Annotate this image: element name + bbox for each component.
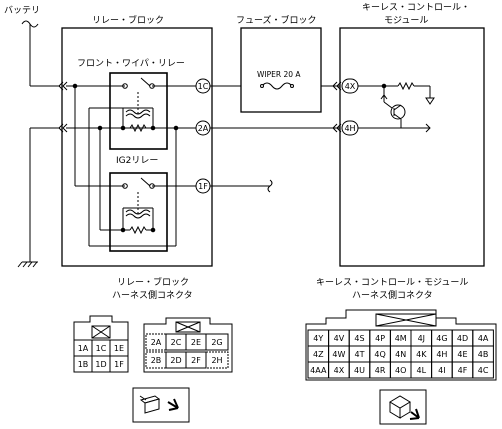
- ig2-relay: [109, 172, 168, 252]
- keyless-connector: [305, 309, 497, 381]
- svg-text:1C: 1C: [198, 82, 209, 91]
- pin-4d: 4D: [457, 334, 468, 343]
- pin-1a: 1A: [78, 344, 89, 353]
- connector-marks: [58, 81, 342, 133]
- keyless-connector-cells: 4Y 4V 4S 4P 4M 4J 4G 4D 4A 4Z 4W 4T 4Q 4N 4K 4H 4E 4B 4AA 4…: [307, 329, 494, 379]
- relay-connector-locator-icon: [132, 387, 190, 423]
- svg-text:2A: 2A: [198, 124, 209, 133]
- pin-1b: 1B: [78, 360, 89, 369]
- pin-4u: 4U: [354, 366, 365, 375]
- pin-1e: 1E: [114, 344, 124, 353]
- pin-4g: 4G: [436, 334, 447, 343]
- pin-2a: 2A: [151, 338, 162, 347]
- svg-text:4H: 4H: [344, 124, 355, 133]
- fuse-symbol: [261, 82, 293, 90]
- relay-connector-2: [143, 317, 233, 373]
- pin-4k: 4K: [416, 350, 427, 359]
- keyless-internal-circuit: [380, 81, 435, 133]
- terminal-2a: 2A: [195, 120, 211, 136]
- relay-connector-title-1: リレー・ブロック: [117, 276, 189, 288]
- front-wiper-relay: [109, 72, 168, 150]
- battery-label: バッテリ: [4, 5, 40, 16]
- pin-1d: 1D: [95, 360, 106, 369]
- front-wiper-relay-label: フロント・ワイパ・リレー: [77, 58, 185, 69]
- pin-cell: [472, 361, 494, 379]
- pin-4h: 4H: [436, 350, 447, 359]
- relay-block-label: リレー・ブロック: [92, 14, 164, 26]
- pin-4w: 4W: [332, 350, 345, 359]
- keyless-module-box: [339, 27, 485, 267]
- pin-4p: 4P: [375, 334, 385, 343]
- pin-2b: 2B: [151, 356, 162, 365]
- pin-4o: 4O: [395, 366, 406, 375]
- keyless-connector-title-1: キーレス・コントロール・モジュール: [316, 278, 468, 288]
- relay-connector-1-cells: 1A 1C 1E 1B 1D 1F: [73, 339, 129, 373]
- svg-text:1F: 1F: [198, 182, 208, 191]
- relay-block-box: [61, 27, 213, 267]
- pin-2c: 2C: [171, 338, 182, 347]
- pin-4b: 4B: [478, 350, 489, 359]
- fuse-block-label: フューズ・ブロック: [236, 14, 317, 26]
- pin-4x: 4X: [334, 366, 345, 375]
- pin-2f: 2F: [191, 356, 201, 365]
- pin-4aa: 4AA: [310, 366, 327, 375]
- pin-4n: 4N: [395, 350, 406, 359]
- pin-4i: 4I: [438, 366, 445, 375]
- pin-4j: 4J: [418, 334, 425, 343]
- relay-connector-title-2: ハーネス側コネクタ: [112, 289, 193, 301]
- keyless-connector-locator-icon: [379, 389, 427, 425]
- pin-4r: 4R: [375, 366, 386, 375]
- pin-4a: 4A: [478, 334, 489, 343]
- terminal-4x: 4X: [341, 78, 359, 94]
- pin-4t: 4T: [355, 350, 365, 359]
- keyless-module-label-2: モジュール: [384, 16, 428, 26]
- relay-connector-2-cells: 2A 2C 2E 2G 2B 2D 2F 2H: [145, 333, 229, 369]
- svg-text:4X: 4X: [345, 82, 356, 91]
- terminal-4h: 4H: [341, 120, 359, 136]
- wires: [17, 83, 430, 268]
- fuse-label: WIPER 20 A: [257, 70, 301, 79]
- pin-4f: 4F: [458, 366, 468, 375]
- battery-symbol: [21, 20, 39, 86]
- terminal-1f: 1F: [195, 178, 211, 194]
- pin-1c: 1C: [96, 344, 107, 353]
- pin-2h: 2H: [211, 356, 222, 365]
- terminal-1c: 1C: [195, 78, 211, 94]
- pin-4e: 4E: [457, 350, 467, 359]
- pin-4s: 4S: [354, 334, 364, 343]
- fuse-block-box: [240, 27, 322, 113]
- pin-4z: 4Z: [313, 350, 324, 359]
- pin-4c: 4C: [478, 366, 489, 375]
- pin-4m: 4M: [395, 334, 407, 343]
- pin-4l: 4L: [417, 366, 427, 375]
- pin-1f: 1F: [114, 360, 124, 369]
- pin-4v: 4V: [334, 334, 345, 343]
- pin-2e: 2E: [191, 338, 201, 347]
- ig2-relay-label: IG2リレー: [116, 156, 158, 166]
- pin-2d: 2D: [170, 356, 181, 365]
- keyless-connector-title-2: ハーネス側コネクタ: [352, 289, 433, 301]
- pin-4y: 4Y: [313, 334, 323, 343]
- keyless-module-label-1: キーレス・コントロール・: [362, 3, 470, 13]
- pin-2g: 2G: [211, 338, 222, 347]
- pin-4q: 4Q: [374, 350, 385, 359]
